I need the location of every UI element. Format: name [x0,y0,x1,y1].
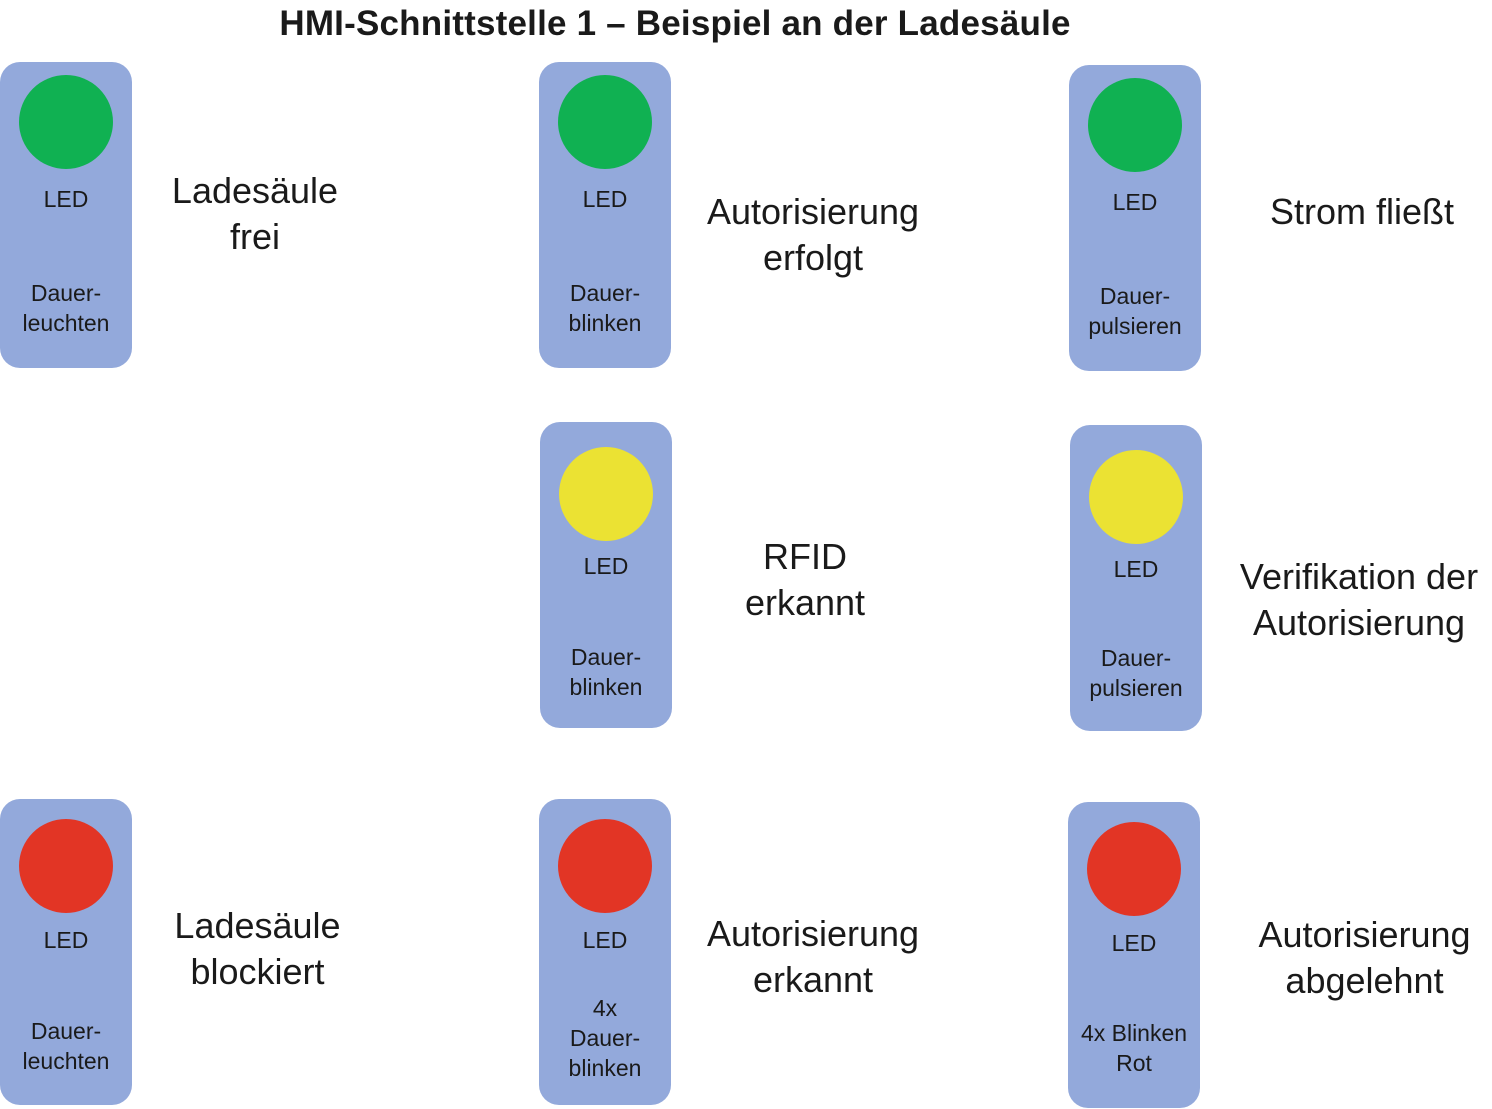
led-indicator [1087,822,1181,916]
led-panel-verifikation: LED Dauer- pulsieren [1070,425,1202,731]
led-panel-ladesaeule-frei: LED Dauer- leuchten [0,62,132,368]
led-mode-line: blinken [568,310,642,336]
led-mode-label: Dauer- leuchten [0,278,132,338]
description-line: erfolgt [762,237,864,278]
description-line: erkannt [744,582,866,623]
led-mode-label: Dauer- blinken [539,278,671,338]
led-mode-label: Dauer- leuchten [0,1016,132,1076]
led-panel-rfid-erkannt: LED Dauer- blinken [540,422,672,728]
description-line: blockiert [190,951,325,992]
led-mode-line: Rot [1116,1050,1152,1076]
state-description-ladesaeule-frei: Ladesäule frei [155,168,355,260]
led-mode-line: Dauer- [30,1018,102,1044]
led-label: LED [43,927,89,953]
led-mode-line: Dauer- [30,280,102,306]
led-mode-line: blinken [568,1055,642,1081]
description-line: Autorisierung [706,913,920,954]
state-description-rfid-erkannt: RFID erkannt [700,534,910,626]
state-description-ladesaeule-blockiert: Ladesäule blockiert [155,903,360,995]
description-line: RFID [763,536,847,577]
led-label: LED [582,927,628,953]
led-label: LED [43,186,89,212]
description-line: frei [229,216,280,257]
led-mode-label: Dauer- pulsieren [1070,643,1202,703]
led-panel-strom-fliesst: LED Dauer- pulsieren [1069,65,1201,371]
led-indicator [1088,78,1182,172]
led-indicator [558,75,652,169]
led-indicator [558,819,652,913]
led-mode-label: Dauer- pulsieren [1069,281,1201,341]
led-indicator [1089,450,1183,544]
state-description-verifikation: Verifikation der Autorisierung [1226,554,1492,646]
led-mode-label: 4x Dauer- blinken [539,993,671,1083]
description-line: abgelehnt [1285,960,1444,1001]
led-mode-line: Dauer- [1099,283,1171,309]
led-indicator [19,819,113,913]
led-label: LED [583,553,629,579]
led-label: LED [1112,189,1158,215]
led-panel-ladesaeule-blockiert: LED Dauer- leuchten [0,799,132,1105]
led-label: LED [1111,930,1157,956]
led-mode-label: Dauer- blinken [540,642,672,702]
led-mode-line: Dauer- [569,280,641,306]
diagram-title: HMI-Schnittstelle 1 – Beispiel an der La… [279,4,1071,43]
state-description-autorisierung-erkannt: Autorisierung erkannt [683,911,943,1003]
led-mode-line: leuchten [22,310,110,336]
led-mode-line: pulsieren [1088,313,1182,339]
description-line: Autorisierung [1258,914,1471,955]
state-description-autorisierung-abgelehnt: Autorisierung abgelehnt [1232,912,1492,1004]
led-mode-line: Dauer- [570,644,642,670]
description-line: Autorisierung [1252,602,1466,643]
description-line: Ladesäule [171,170,339,211]
description-line: Verifikation der [1239,556,1479,597]
led-panel-autorisierung-abgelehnt: LED 4x Blinken Rot [1068,802,1200,1108]
led-mode-line: Dauer- [1100,645,1172,671]
led-mode-line: Dauer- [569,1025,641,1051]
led-mode-line: 4x Blinken [1080,1020,1188,1046]
led-mode-line: blinken [569,674,643,700]
led-mode-label: 4x Blinken Rot [1068,1018,1200,1078]
led-mode-line: pulsieren [1089,675,1183,701]
led-label: LED [582,186,628,212]
description-line: erkannt [752,959,874,1000]
description-line: Autorisierung [706,191,920,232]
state-description-strom-fliesst: Strom fließt [1242,189,1482,235]
state-description-autorisierung-erfolgt: Autorisierung erfolgt [683,189,943,281]
led-panel-autorisierung-erkannt: LED 4x Dauer- blinken [539,799,671,1105]
led-label: LED [1113,556,1159,582]
led-indicator [19,75,113,169]
led-mode-line: 4x [592,995,618,1021]
description-line: Ladesäule [174,905,341,946]
led-indicator [559,447,653,541]
led-mode-line: leuchten [22,1048,110,1074]
led-panel-autorisierung-erfolgt: LED Dauer- blinken [539,62,671,368]
description-line: Strom fließt [1269,191,1455,232]
